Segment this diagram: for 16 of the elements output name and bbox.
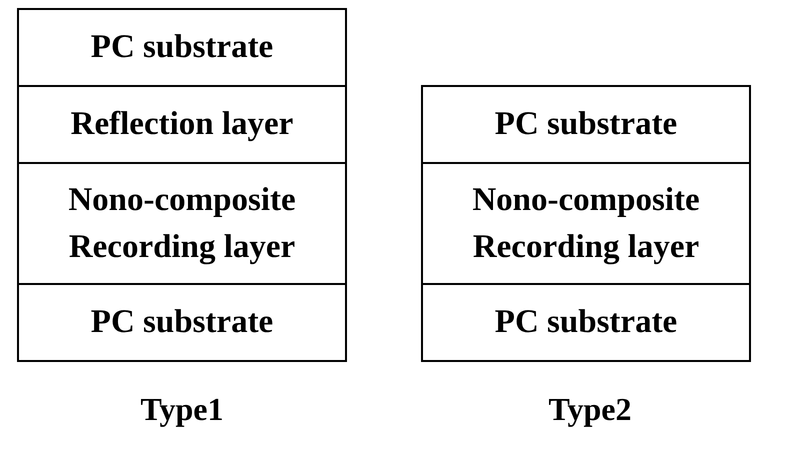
- stack-caption: Type1: [140, 391, 224, 427]
- layer-box: [421, 283, 751, 362]
- layer-box: [421, 85, 751, 164]
- layer-label: Nono-composite Recording layer: [67, 180, 297, 266]
- layer-label: PC substrate: [494, 303, 678, 342]
- layer-label: Nono-composite Recording layer: [471, 180, 701, 266]
- layer-box: [17, 8, 347, 87]
- layer-label: Reflection layer: [70, 105, 294, 144]
- layer-box: [17, 162, 347, 285]
- layer-box: [421, 162, 751, 285]
- layer-box: [17, 85, 347, 164]
- layer-label: PC substrate: [90, 303, 274, 342]
- layer-box: [17, 283, 347, 362]
- layer-label: PC substrate: [90, 28, 274, 67]
- layer-label: PC substrate: [494, 105, 678, 144]
- stack-caption: Type2: [548, 391, 632, 427]
